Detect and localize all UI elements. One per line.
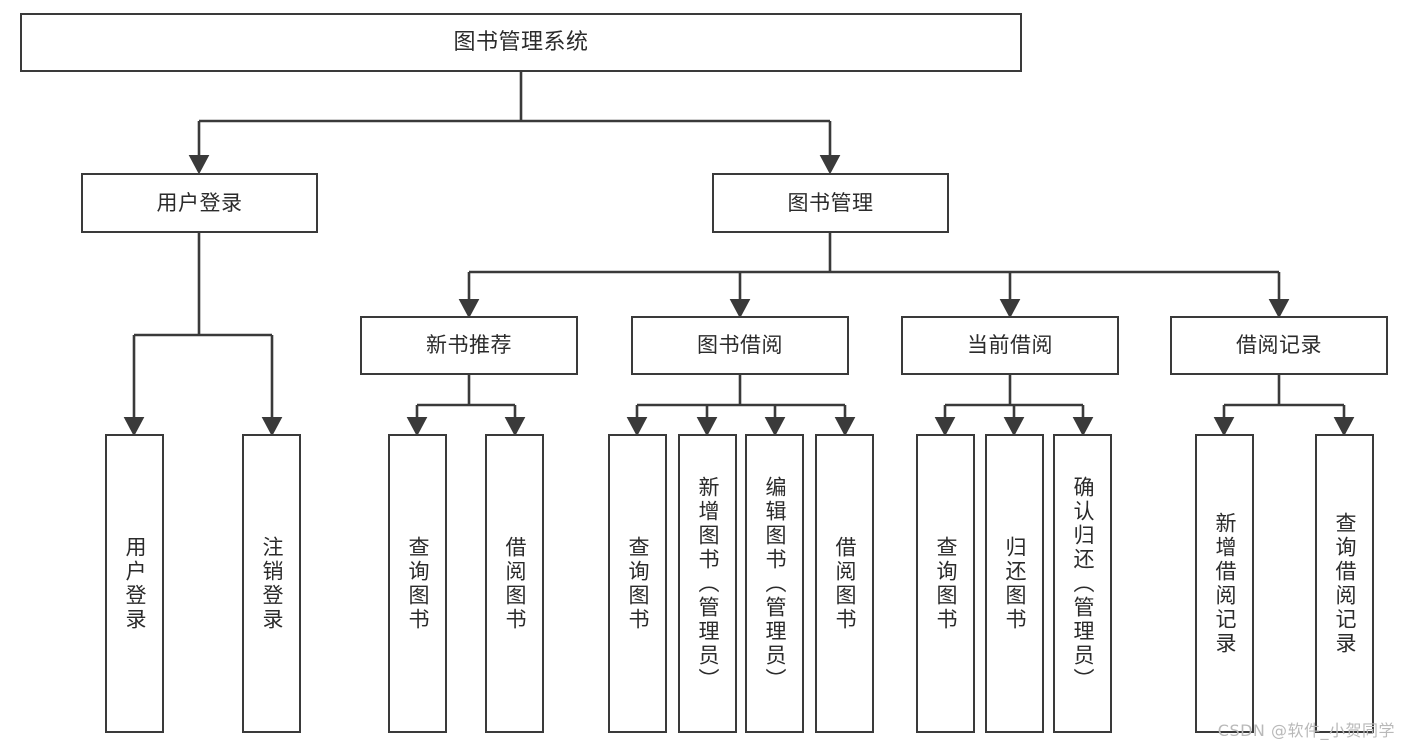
node-leaf-query-book-recommend-label: 查询图书 xyxy=(406,535,430,632)
node-book-borrow[interactable]: 图书借阅 xyxy=(631,316,849,375)
node-leaf-edit-book-admin-label: 编辑图书（管理员） xyxy=(763,475,787,692)
node-leaf-add-book-admin[interactable]: 新增图书（管理员） xyxy=(678,434,737,733)
node-leaf-logout-label: 注销登录 xyxy=(260,535,284,632)
node-current-borrow[interactable]: 当前借阅 xyxy=(901,316,1119,375)
node-leaf-logout[interactable]: 注销登录 xyxy=(242,434,301,733)
node-leaf-add-borrow-record[interactable]: 新增借阅记录 xyxy=(1195,434,1254,733)
node-borrow-records-label: 借阅记录 xyxy=(1236,333,1322,358)
node-leaf-edit-book-admin[interactable]: 编辑图书（管理员） xyxy=(745,434,804,733)
node-root-system[interactable]: 图书管理系统 xyxy=(20,13,1022,72)
node-leaf-query-book-recommend[interactable]: 查询图书 xyxy=(388,434,447,733)
node-leaf-borrow-book-recommend-label: 借阅图书 xyxy=(503,535,527,632)
node-book-management[interactable]: 图书管理 xyxy=(712,173,949,233)
node-book-borrow-label: 图书借阅 xyxy=(697,333,783,358)
watermark-text: CSDN @软件_小贺同学 xyxy=(1217,721,1395,740)
node-new-book-recommend[interactable]: 新书推荐 xyxy=(360,316,578,375)
node-leaf-return-book-label: 归还图书 xyxy=(1003,535,1027,632)
node-root-system-label: 图书管理系统 xyxy=(453,29,589,55)
node-leaf-query-book-borrow[interactable]: 查询图书 xyxy=(608,434,667,733)
node-user-login-label: 用户登录 xyxy=(156,190,243,215)
node-leaf-query-borrow-record[interactable]: 查询借阅记录 xyxy=(1315,434,1374,733)
node-leaf-borrow-book-label: 借阅图书 xyxy=(833,535,857,632)
node-current-borrow-label: 当前借阅 xyxy=(967,333,1053,358)
node-borrow-records[interactable]: 借阅记录 xyxy=(1170,316,1388,375)
node-leaf-return-book[interactable]: 归还图书 xyxy=(985,434,1044,733)
node-leaf-user-login-label: 用户登录 xyxy=(123,535,147,632)
node-leaf-add-borrow-record-label: 新增借阅记录 xyxy=(1213,511,1237,656)
node-leaf-query-book-current[interactable]: 查询图书 xyxy=(916,434,975,733)
node-leaf-query-book-current-label: 查询图书 xyxy=(934,535,958,632)
node-leaf-confirm-return-admin-label: 确认归还（管理员） xyxy=(1071,475,1095,692)
node-leaf-borrow-book[interactable]: 借阅图书 xyxy=(815,434,874,733)
node-new-book-recommend-label: 新书推荐 xyxy=(426,333,512,358)
node-book-management-label: 图书管理 xyxy=(787,190,874,215)
node-leaf-query-borrow-record-label: 查询借阅记录 xyxy=(1333,511,1357,656)
node-leaf-add-book-admin-label: 新增图书（管理员） xyxy=(696,475,720,692)
node-leaf-confirm-return-admin[interactable]: 确认归还（管理员） xyxy=(1053,434,1112,733)
node-user-login[interactable]: 用户登录 xyxy=(81,173,318,233)
node-leaf-user-login[interactable]: 用户登录 xyxy=(105,434,164,733)
node-leaf-query-book-borrow-label: 查询图书 xyxy=(626,535,650,632)
node-leaf-borrow-book-recommend[interactable]: 借阅图书 xyxy=(485,434,544,733)
